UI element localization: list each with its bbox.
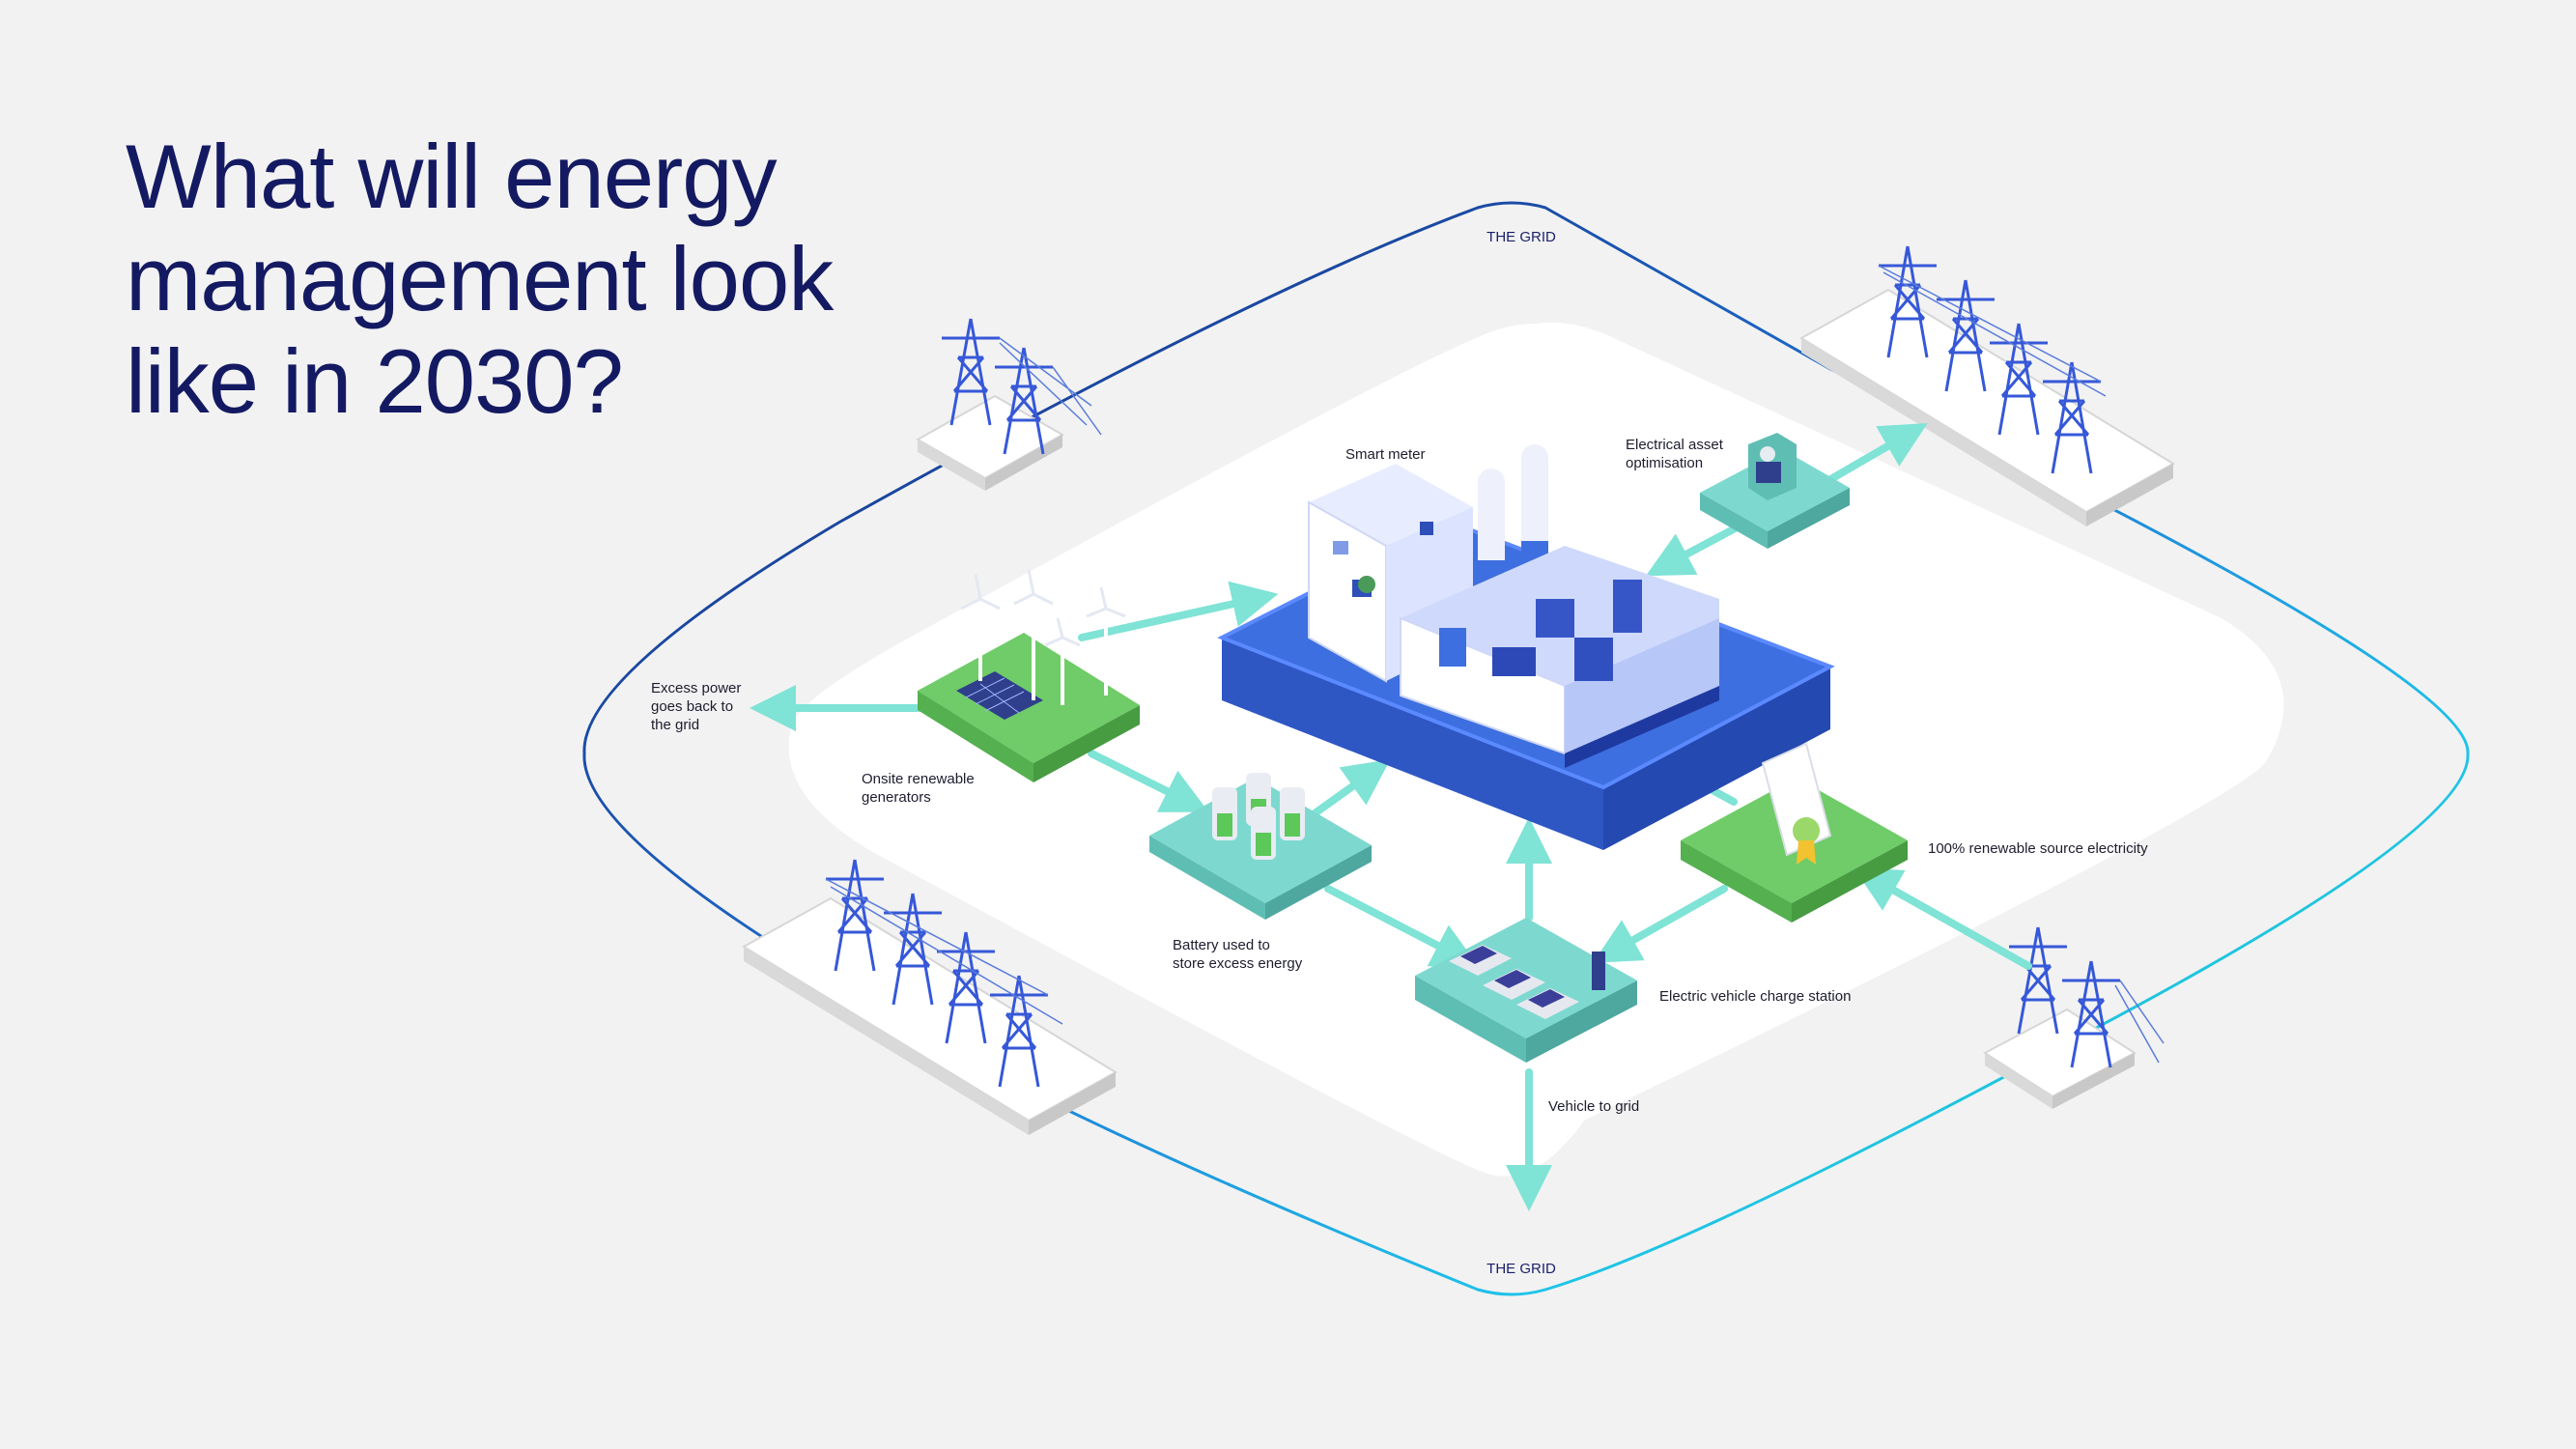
pylon-pad-top-right bbox=[1799, 288, 2175, 526]
label-battery-line-1: Battery used to bbox=[1173, 937, 1270, 953]
label-onsite-line-1: Onsite renewable bbox=[862, 771, 975, 787]
label-excess-line-1: Excess power bbox=[651, 680, 742, 696]
factory-building bbox=[1308, 444, 1719, 768]
pylon-pad-bottom-right bbox=[1983, 1008, 2137, 1109]
arrow-renewable-cert-to-ev bbox=[1593, 885, 1728, 963]
electric-cars bbox=[1449, 945, 1579, 1019]
grid-label-bottom: THE GRID bbox=[1486, 1261, 1556, 1277]
title-line-2: management look bbox=[126, 228, 834, 329]
label-vehicle-to-grid: Vehicle to grid bbox=[1548, 1098, 1640, 1115]
arrow-grid-to-cert bbox=[1854, 867, 2032, 970]
label-excess-power: Excess power goes back to the grid bbox=[651, 679, 741, 734]
asset-platform bbox=[1700, 433, 1850, 549]
arrow-renewables-to-battery bbox=[1088, 750, 1209, 812]
battery-cells bbox=[1212, 773, 1305, 860]
label-battery-line-2: store excess energy bbox=[1173, 955, 1303, 972]
ev-platform bbox=[1415, 918, 1637, 1063]
pylon-pad-bottom-left bbox=[742, 896, 1118, 1135]
charger-icon bbox=[1592, 952, 1605, 990]
renewable-cert-platform bbox=[1681, 742, 1908, 923]
label-asset-optimisation: Electrical asset optimisation bbox=[1626, 436, 1723, 472]
renewables-platform bbox=[918, 569, 1140, 782]
arrow-renewables-to-factory bbox=[1078, 581, 1279, 641]
pylons-top-right bbox=[1878, 245, 2107, 474]
title-line-1: What will energy bbox=[126, 126, 778, 227]
label-asset-line-2: optimisation bbox=[1626, 455, 1704, 471]
machine-icon bbox=[1748, 433, 1797, 500]
label-renewable-source: 100% renewable source electricity bbox=[1928, 840, 2148, 857]
arrow-battery-to-ev bbox=[1324, 885, 1480, 968]
pylons-bottom-left bbox=[825, 859, 1063, 1088]
label-onsite-renewables: Onsite renewable generators bbox=[862, 770, 975, 807]
label-excess-line-3: the grid bbox=[651, 717, 700, 733]
label-excess-line-2: goes back to bbox=[651, 698, 734, 715]
grid-label-top: THE GRID bbox=[1486, 229, 1556, 245]
battery-platform bbox=[1149, 773, 1372, 920]
pylons-top-left bbox=[942, 318, 1102, 455]
pylons-bottom-right bbox=[2009, 926, 2165, 1068]
label-battery: Battery used to store excess energy bbox=[1173, 936, 1302, 973]
label-ev-station: Electric vehicle charge station bbox=[1659, 988, 1852, 1005]
label-onsite-line-2: generators bbox=[862, 789, 931, 806]
page-title: What will energy management look like in… bbox=[126, 126, 834, 433]
label-asset-line-1: Electrical asset bbox=[1626, 437, 1723, 453]
title-line-3: like in 2030? bbox=[126, 330, 624, 432]
label-smart-meter: Smart meter bbox=[1345, 446, 1426, 463]
arrow-asset-to-factory bbox=[1645, 523, 1742, 577]
